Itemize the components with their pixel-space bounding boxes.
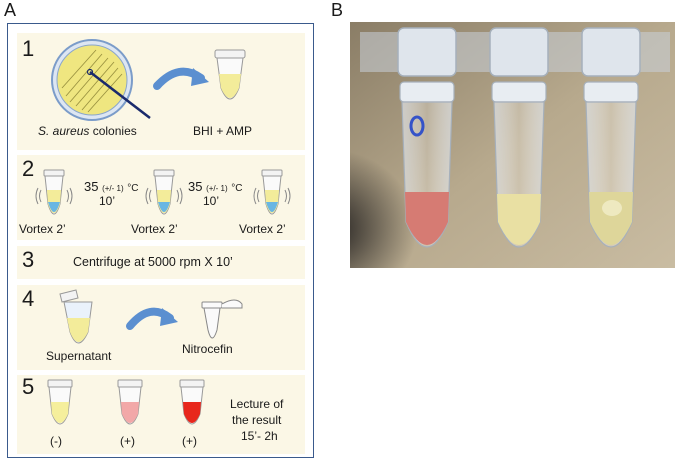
bhi-amp-label: BHI + AMP — [193, 124, 253, 138]
pink-liquid — [405, 192, 449, 245]
supernatant-tube-icon — [59, 289, 93, 344]
temp-main: 35 — [84, 179, 99, 194]
panel-label-a: A — [4, 0, 17, 20]
positive-label-1: (+) — [120, 434, 135, 448]
colonies-text: colonies — [89, 124, 137, 138]
protocol-panel: 1 S. aureus colonies BHI + AMP 2 — [7, 23, 314, 458]
temp-tolerance: (+/- 1) — [102, 184, 124, 193]
yellow-liquid-2 — [589, 192, 633, 245]
positive-red-tube-icon — [179, 379, 205, 425]
centrifuge-instruction: Centrifuge at 5000 rpm X 10’ — [73, 255, 233, 269]
positive-pink-tube-icon — [117, 379, 143, 425]
temp-unit: °C — [231, 183, 243, 194]
negative-tube-icon — [47, 379, 73, 425]
result-line-1: Lecture of — [230, 397, 284, 411]
negative-label: (-) — [50, 434, 62, 448]
nitrocefin-label: Nitrocefin — [182, 342, 233, 356]
panel-label-b: B — [331, 0, 344, 20]
step3-number: 3 — [22, 247, 35, 272]
temp-unit: °C — [127, 183, 139, 194]
time-label-2: 10’ — [203, 194, 220, 208]
temp-tolerance: (+/- 1) — [206, 184, 228, 193]
positive-label-2: (+) — [182, 434, 197, 448]
step1-number: 1 — [22, 36, 35, 61]
photo-tube-1 — [397, 27, 457, 248]
photo-tube-3 — [581, 27, 641, 248]
vortex-label-2: Vortex 2’ — [131, 222, 178, 236]
nitrocefin-tube-icon — [201, 299, 243, 339]
yellow-liquid-1 — [497, 194, 541, 245]
step4-number: 4 — [22, 286, 35, 311]
colonies-label: S. aureus colonies — [38, 124, 137, 138]
vortex-label-3: Vortex 2’ — [239, 222, 286, 236]
temp-main: 35 — [188, 179, 203, 194]
add-reagent-arrow-icon — [126, 307, 178, 330]
vortex-tube-3-icon — [253, 169, 291, 215]
transfer-arrow-icon — [153, 67, 209, 90]
tubes-photo — [350, 22, 675, 268]
time-label-1: 10’ — [99, 194, 116, 208]
petri-dish-icon — [51, 39, 151, 121]
temperature-label-1: 35 (+/- 1) °C — [84, 179, 139, 194]
blue-marker-icon — [409, 115, 425, 137]
bhi-tube-icon — [214, 49, 246, 100]
result-line-3: 15’- 2h — [241, 429, 278, 443]
vortex-tube-2-icon — [145, 169, 183, 215]
vortex-label-1: Vortex 2’ — [19, 222, 66, 236]
temperature-label-2: 35 (+/- 1) °C — [188, 179, 243, 194]
organism-name: S. aureus — [38, 124, 90, 138]
vortex-tube-1-icon — [35, 169, 73, 215]
result-line-2: the result — [232, 413, 282, 427]
supernatant-label: Supernatant — [46, 349, 112, 363]
step3-area — [17, 246, 305, 279]
photo-tube-2 — [489, 27, 549, 248]
step2-number: 2 — [22, 156, 35, 181]
step5-number: 5 — [22, 374, 35, 399]
